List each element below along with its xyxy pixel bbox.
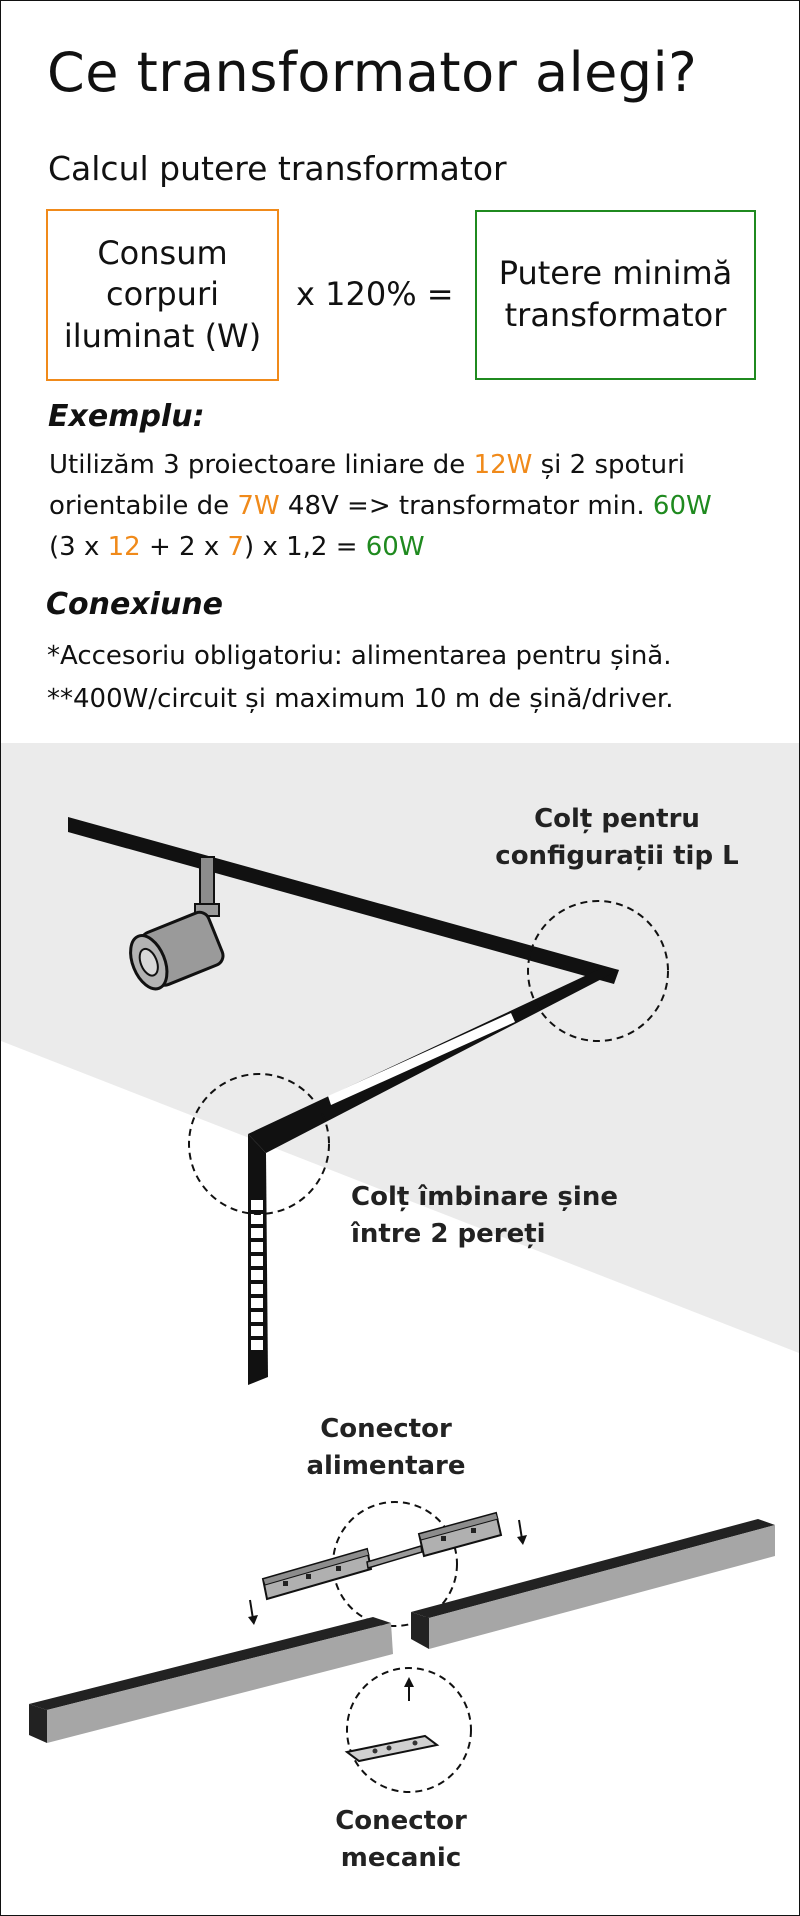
text-segment: Utilizăm 3 proiectoare liniare de — [49, 450, 474, 480]
highlight-value: 12W — [473, 450, 533, 480]
note-circuit-limit: **400W/circuit și maximum 10 m de șină/d… — [47, 684, 674, 714]
label-text: Colț pentru configurații tip L — [495, 804, 739, 871]
power-connector-label: Conector alimentare — [273, 1411, 499, 1485]
text-segment: orientabile de — [49, 491, 238, 521]
corner-l-label: Colț pentru configurații tip L — [489, 801, 745, 875]
arrow-down-icon — [517, 1519, 527, 1545]
minimum-power-label: Putere minimă transformator — [498, 254, 733, 334]
section-subtitle: Calcul putere transformator — [48, 149, 507, 188]
track-rail-diagonal — [248, 967, 619, 1153]
highlight-value: 12 — [107, 532, 141, 562]
example-line-3: (3 x 12 + 2 x 7) x 1,2 = 60W — [49, 527, 712, 568]
minimum-power-box: Putere minimă transformator — [475, 210, 756, 380]
note-mandatory-accessory: *Accesoriu obligatoriu: alimentarea pent… — [47, 641, 672, 671]
consumption-label: Consum corpuri iluminat (W) — [63, 233, 262, 355]
right-track-profile — [411, 1519, 775, 1649]
track-installation-illustration — [1, 743, 799, 1793]
highlight-value: 7W — [237, 491, 280, 521]
connection-heading: Conexiune — [46, 587, 224, 622]
arrow-up-icon — [404, 1677, 414, 1701]
text-segment: + 2 x — [140, 532, 228, 562]
result-value: 60W — [652, 491, 712, 521]
corner-walls-callout-circle — [188, 1073, 330, 1215]
corner-walls-label: Colț îmbinare șine între 2 pereți — [351, 1179, 618, 1253]
vertical-ladder-light — [251, 1200, 263, 1350]
spotlight-fixture — [129, 856, 225, 991]
label-text: Conector alimentare — [306, 1414, 466, 1481]
label-text: Colț îmbinare șine între 2 pereți — [351, 1182, 618, 1249]
arrow-down-icon — [248, 1599, 258, 1625]
example-line-1: Utilizăm 3 proiectoare liniare de 12W și… — [49, 445, 712, 486]
power-connector-device — [261, 1511, 503, 1601]
text-segment: (3 x — [49, 532, 108, 562]
text-segment: și 2 spoturi — [532, 450, 686, 480]
left-track-profile — [29, 1617, 393, 1743]
page-title: Ce transformator alegi? — [47, 41, 698, 104]
label-text: Conector mecanic — [335, 1806, 467, 1873]
mechanical-connector-callout-circle — [346, 1667, 472, 1793]
result-value: 60W — [365, 532, 425, 562]
connection-notes: *Accesoriu obligatoriu: alimentarea pent… — [47, 635, 674, 721]
corner-l-callout-circle — [527, 900, 669, 1042]
consumption-box: Consum corpuri iluminat (W) — [46, 209, 279, 381]
mechanical-connector-label: Conector mecanic — [301, 1803, 501, 1877]
text-segment: 48V => transformator min. — [279, 491, 653, 521]
example-paragraph: Utilizăm 3 proiectoare liniare de 12W și… — [49, 445, 712, 568]
linear-light-strip — [328, 1013, 515, 1105]
example-heading: Exemplu: — [48, 399, 205, 434]
formula-operator: x 120% = — [296, 275, 454, 313]
mechanical-connector-plate — [344, 1734, 440, 1763]
text-segment: ) x 1,2 = — [244, 532, 366, 562]
example-line-2: orientabile de 7W 48V => transformator m… — [49, 486, 712, 527]
highlight-value: 7 — [227, 532, 245, 562]
